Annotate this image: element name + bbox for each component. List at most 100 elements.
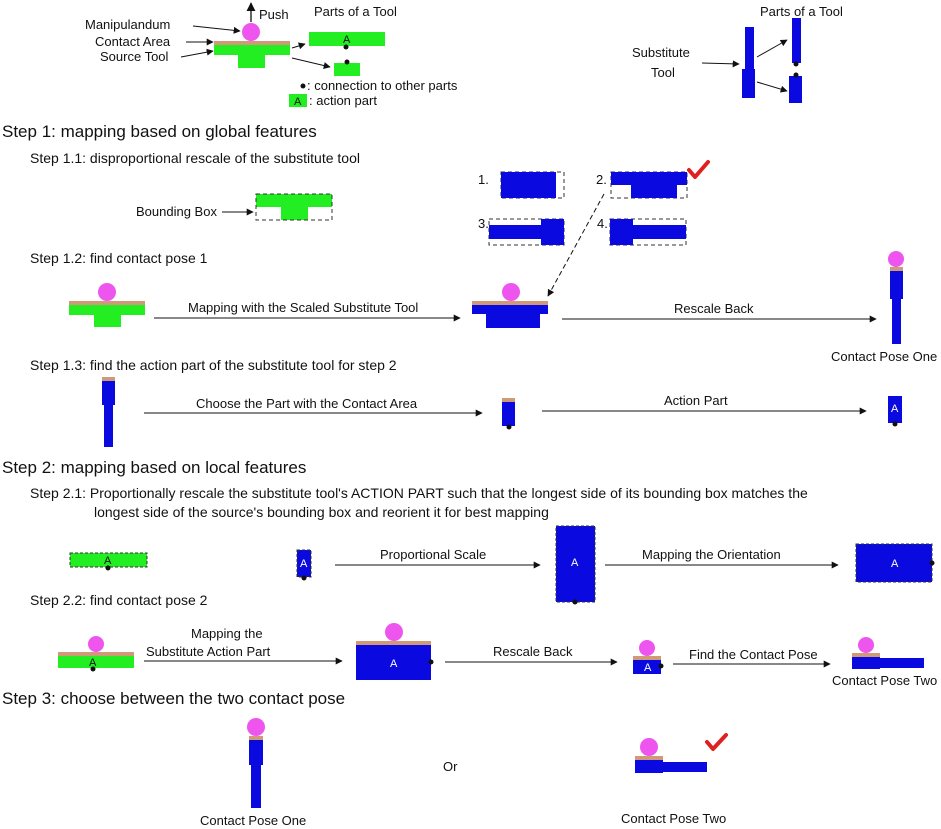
mapping-scaled-label: Mapping with the Scaled Substitute Tool (188, 300, 418, 315)
final-pose-one-lower (251, 765, 261, 808)
manipulandum-ball (858, 637, 874, 653)
final-contact-pose-one-label: Contact Pose One (200, 813, 306, 828)
step11-title: Step 1.1: disproportional rescale of the… (30, 150, 360, 166)
substitute-tool-label-2: Tool (651, 65, 675, 80)
option-2-label: 2. (596, 172, 607, 187)
rescaled-action-part (633, 660, 661, 674)
manipulandum-ball (639, 640, 655, 656)
scaled-substitute-handle (486, 314, 540, 328)
step-1: Step 1: mapping based on global features… (2, 122, 937, 447)
action-legend-box (289, 94, 307, 107)
step21-line2: longest side of the source's bounding bo… (94, 504, 549, 520)
proportional-scale-label: Proportional Scale (380, 547, 486, 562)
contact-area-label: Contact Area (95, 34, 171, 49)
action-letter: A (571, 557, 579, 569)
substitute-action-part-oriented (856, 544, 932, 582)
option-2-shape (611, 172, 687, 185)
action-letter: A (89, 657, 97, 669)
substitute-tool-label: Substitute (632, 45, 690, 60)
step1-title: Step 1: mapping based on global features (2, 122, 317, 141)
bounding-box-label: Bounding Box (136, 204, 217, 219)
checkmark-icon (705, 733, 728, 751)
action-legend-letter: A (294, 96, 302, 108)
step3-title: Step 3: choose between the two contact p… (2, 689, 345, 708)
step21-line1: Step 2.1: Proportionally rescale the sub… (30, 485, 808, 501)
manipulandum-ball (640, 738, 658, 756)
parts-title: Parts of a Tool (314, 4, 397, 19)
step22-title: Step 2.2: find contact pose 2 (30, 592, 208, 608)
mapped-action-part (356, 645, 431, 680)
action-part-label: Action Part (664, 393, 728, 408)
option-1-shape (501, 172, 511, 198)
manipulandum-label: Manipulandum (85, 17, 170, 32)
action-letter: A (390, 658, 398, 670)
source-part-action (309, 32, 385, 46)
step-3: Step 3: choose between the two contact p… (2, 689, 728, 828)
pose-one-upper (890, 271, 903, 299)
option-3-shape (489, 225, 541, 239)
rescale-back-label: Rescale Back (674, 301, 754, 316)
manipulandum-ball (247, 718, 265, 736)
manipulandum-ball (888, 251, 904, 267)
connection-dot (343, 44, 349, 50)
action-part-candidate (502, 402, 515, 426)
substitute-action-part-label: Substitute Action Part (146, 644, 271, 659)
final-pose-two-handle (663, 762, 707, 772)
manipulandum-ball (242, 23, 260, 41)
option-4-label: 4. (597, 216, 608, 231)
step2-title: Step 2: mapping based on local features (2, 458, 306, 477)
pose-two-action (852, 657, 880, 669)
pose-two-handle (880, 658, 924, 668)
option-3-label: 3. (478, 216, 489, 231)
substitute-part-upper (792, 18, 801, 63)
mapping-the-label: Mapping the (191, 626, 263, 641)
selected-option-pointer (547, 193, 605, 297)
manipulandum-ball (385, 623, 403, 641)
source-tool-handle (94, 315, 121, 327)
rescale-back-label-2: Rescale Back (493, 644, 573, 659)
action-part-result (888, 396, 902, 423)
substitute-action-part-scaled (556, 526, 595, 602)
action-letter: A (891, 403, 899, 415)
source-tool-handle (238, 55, 265, 68)
find-contact-pose-label: Find the Contact Pose (689, 647, 818, 662)
step12-title: Step 1.2: find contact pose 1 (30, 250, 208, 266)
push-label: Push (259, 7, 289, 22)
connection-legend-dot (300, 83, 306, 89)
action-letter: A (891, 558, 899, 570)
legend-source: Push Parts of a Tool Manipulandum Contac… (85, 2, 458, 108)
manipulandum-ball (98, 283, 116, 301)
choose-part-label: Choose the Part with the Contact Area (196, 396, 418, 411)
connection-note: : connection to other parts (307, 78, 458, 93)
action-letter: A (300, 558, 308, 570)
source-tool-label: Source Tool (100, 49, 169, 64)
mapping-orientation-label: Mapping the Orientation (642, 547, 781, 562)
action-letter: A (104, 555, 112, 567)
substitute-tool-lower (742, 69, 755, 98)
option-4-shape (610, 219, 633, 245)
step13-title: Step 1.3: find the action part of the su… (30, 357, 397, 373)
action-letter: A (343, 34, 351, 46)
source-tool-head (69, 305, 145, 315)
final-pose-two-action (635, 760, 663, 773)
bounding-box-outline (255, 193, 333, 221)
contact-area-strip (214, 41, 290, 45)
connection-dot (793, 72, 799, 78)
final-contact-pose-two-label: Contact Pose Two (621, 811, 726, 826)
connection-dot (793, 61, 799, 67)
scaled-source-head (256, 194, 332, 207)
source-tool-head (214, 45, 290, 55)
connection-dot (344, 59, 350, 65)
manipulandum-ball (502, 283, 520, 301)
substitute-parts-title: Parts of a Tool (760, 4, 843, 19)
substitute-part-lower (789, 76, 802, 103)
action-note: : action part (309, 93, 377, 108)
contact-pose-two-label: Contact Pose Two (832, 673, 937, 688)
option-1-label: 1. (478, 172, 489, 187)
source-part-handle (334, 63, 360, 76)
or-label: Or (443, 759, 458, 774)
action-letter: A (644, 662, 652, 674)
scaled-source-handle (281, 207, 308, 220)
scaled-substitute-head (472, 305, 548, 314)
